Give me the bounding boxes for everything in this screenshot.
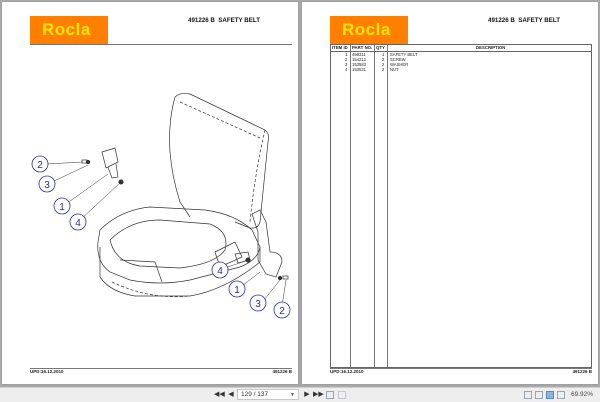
two-page-continuous-view-icon[interactable] bbox=[557, 391, 565, 399]
description: SAFETY BELT bbox=[390, 52, 418, 57]
page-title: 491226 B SAFETY BELT bbox=[488, 17, 560, 24]
seat-backrest bbox=[174, 93, 269, 229]
two-page-view-icon[interactable] bbox=[546, 391, 554, 399]
svg-text:3: 3 bbox=[44, 180, 50, 191]
callout-4-right: 4 bbox=[211, 261, 229, 279]
rocla-logo: Rocla bbox=[30, 16, 108, 44]
continuous-view-icon[interactable] bbox=[535, 391, 543, 399]
qty: 1 bbox=[382, 52, 385, 57]
page-parts-list: Rocla 491226 B SAFETY BELT ITEM ID PART … bbox=[302, 2, 598, 384]
svg-text:2: 2 bbox=[279, 306, 285, 317]
page-indicator: 129 / 137 bbox=[241, 391, 269, 398]
svg-text:2: 2 bbox=[37, 160, 43, 171]
header-divider bbox=[30, 44, 292, 45]
page-diagram: Rocla 491226 B SAFETY BELT bbox=[2, 2, 298, 384]
callout-4-left: 4 bbox=[69, 213, 87, 231]
callout-2-right: 2 bbox=[273, 301, 291, 319]
table-row: 3 153583 2 WASHER bbox=[331, 62, 591, 67]
column-divider bbox=[350, 45, 375, 367]
part-no: 154212 bbox=[352, 57, 366, 62]
qty: 2 bbox=[382, 67, 385, 72]
callout-1-left: 1 bbox=[53, 197, 71, 215]
parts-table: ITEM ID PART NO. QTY DESCRIPTION 1 49831… bbox=[330, 44, 592, 368]
document-viewer[interactable]: Rocla 491226 B SAFETY BELT bbox=[0, 0, 600, 387]
description: WASHER bbox=[390, 62, 409, 67]
callout-3-right: 3 bbox=[249, 294, 267, 312]
header-qty: QTY bbox=[376, 45, 385, 50]
first-page-icon[interactable]: ◀◀ bbox=[214, 391, 225, 398]
table-row: 4 153521 2 NUT bbox=[331, 67, 591, 72]
item-id: 1 bbox=[345, 52, 348, 57]
column-divider bbox=[331, 45, 351, 367]
qty: 2 bbox=[382, 57, 385, 62]
item-id: 2 bbox=[345, 57, 348, 62]
document-number: 491226 B bbox=[572, 369, 592, 374]
update-date: UPD:16.12.2010 bbox=[30, 369, 64, 374]
copy-icon[interactable] bbox=[326, 391, 334, 399]
svg-text:4: 4 bbox=[75, 218, 81, 229]
page-number-input[interactable]: 129 / 137 ▼ bbox=[237, 389, 299, 400]
zoom-level[interactable]: 69.92% bbox=[570, 391, 593, 398]
description: NUT bbox=[390, 67, 399, 72]
footer-divider bbox=[330, 368, 592, 369]
header-item-id: ITEM ID bbox=[332, 45, 348, 50]
seat-cushion bbox=[97, 206, 261, 284]
column-divider bbox=[374, 45, 388, 367]
last-page-icon[interactable]: ▶▶ bbox=[313, 391, 324, 398]
description: SCREW bbox=[390, 57, 406, 62]
single-page-view-icon[interactable] bbox=[524, 391, 532, 399]
next-page-icon[interactable]: ▶ bbox=[304, 391, 310, 398]
header-description: DESCRIPTION bbox=[476, 45, 506, 50]
table-header: ITEM ID PART NO. QTY DESCRIPTION bbox=[331, 45, 591, 52]
right-belt bbox=[251, 209, 283, 278]
chevron-down-icon[interactable]: ▼ bbox=[290, 392, 295, 398]
svg-text:1: 1 bbox=[234, 285, 240, 296]
part-no: 498311 bbox=[352, 52, 366, 57]
part-no: 153583 bbox=[352, 62, 366, 67]
table-row: 1 498311 1 SAFETY BELT bbox=[331, 52, 591, 57]
callout-3-left: 3 bbox=[38, 175, 56, 193]
svg-text:3: 3 bbox=[255, 299, 261, 310]
page-title: 491226 B SAFETY BELT bbox=[188, 17, 260, 24]
left-buckle bbox=[101, 147, 119, 169]
rocla-logo: Rocla bbox=[330, 16, 408, 44]
qty: 2 bbox=[382, 62, 385, 67]
callout-1-right: 1 bbox=[228, 280, 246, 298]
update-date: UPD:16.12.2010 bbox=[330, 369, 364, 374]
safety-belt-exploded-diagram: 2 3 1 4 4 1 3 2 bbox=[31, 93, 291, 319]
paste-icon[interactable] bbox=[338, 391, 346, 399]
svg-text:4: 4 bbox=[217, 266, 223, 277]
callout-2-left: 2 bbox=[31, 155, 49, 173]
viewer-statusbar: ◀◀ ◀ 129 / 137 ▼ ▶ ▶▶ 69.92% bbox=[0, 387, 600, 402]
item-id: 4 bbox=[345, 67, 348, 72]
table-row: 2 154212 2 SCREW bbox=[331, 57, 591, 62]
document-number: 491226 B bbox=[272, 369, 292, 374]
svg-text:1: 1 bbox=[59, 202, 65, 213]
header-part-no: PART NO. bbox=[352, 45, 373, 50]
part-no: 153521 bbox=[352, 67, 366, 72]
footer-divider bbox=[30, 368, 292, 369]
item-id: 3 bbox=[345, 62, 348, 67]
previous-page-icon[interactable]: ◀ bbox=[228, 391, 234, 398]
